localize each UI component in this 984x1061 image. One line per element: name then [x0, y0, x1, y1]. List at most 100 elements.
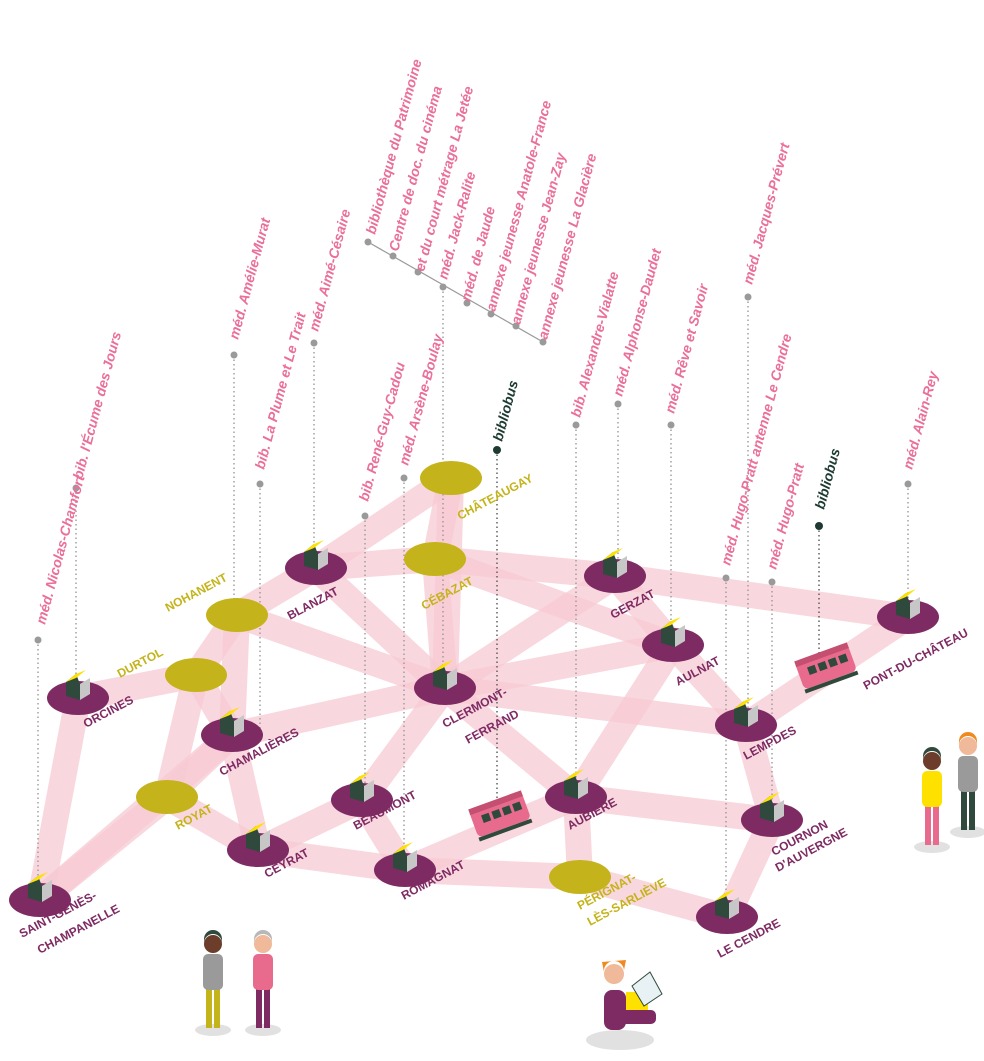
- library-roof: [66, 670, 86, 682]
- leader-dot-jean-zay: [512, 322, 520, 330]
- person-head: [254, 935, 272, 953]
- library-label-reve-savoir: méd. Rêve et Savoir: [661, 281, 711, 415]
- person-torso: [253, 954, 273, 990]
- person-hair: [602, 960, 626, 972]
- library-label-hugo-pratt: méd. Hugo-Pratt: [763, 460, 807, 571]
- person-leg: [264, 988, 270, 1028]
- people-illustrations: [195, 732, 984, 1050]
- library-building-side: [675, 625, 685, 647]
- person-head: [604, 964, 624, 984]
- network-link-aubiere-clermont: [432, 675, 589, 810]
- leader-dot-arsene-boulay: [400, 474, 408, 482]
- leader-dot-amelie-murat: [230, 351, 238, 359]
- person-shadow: [245, 1024, 281, 1036]
- bus-window: [807, 664, 818, 676]
- library-label-arsene-boulay: méd. Arsène-Boulay: [395, 331, 446, 467]
- library-roof: [896, 589, 916, 601]
- person-left-1: [195, 930, 231, 1036]
- leader-dot-alain-rey: [904, 480, 912, 488]
- library-roof: [433, 660, 453, 672]
- library-roof: [350, 772, 370, 784]
- bibliobus-vehicle: [794, 642, 859, 694]
- leader-dot-vialatte: [572, 421, 580, 429]
- leader-dot-aime-cesaire: [310, 339, 318, 347]
- library-label-prevert: méd. Jacques-Prévert: [739, 140, 792, 286]
- library-label-daudet: méd. Alphonse-Daudet: [609, 246, 664, 398]
- library-roof: [734, 697, 754, 709]
- person-leg: [214, 988, 220, 1028]
- town-lempdes: [715, 697, 777, 742]
- person-torso: [604, 990, 626, 1030]
- library-label-ecume: bib. l'Écume des Jours: [69, 330, 124, 481]
- town-clermont: [414, 660, 476, 705]
- library-label-amelie-murat: méd. Amélie-Murat: [225, 215, 273, 341]
- leader-dot-bibliobus-1: [493, 446, 501, 454]
- network-link-nohanent-chamalieres: [219, 602, 250, 748]
- network-link-nohanent-clermont: [224, 602, 458, 701]
- person-torso: [958, 756, 978, 792]
- network-link-blanzat-chateaugay: [303, 465, 464, 581]
- library-label-nicolas-chamfort: méd. Nicolas-Chamfort: [32, 472, 87, 625]
- person-leg: [925, 805, 931, 845]
- town-pont-du-chateau: [877, 589, 939, 634]
- leader-lines: [34, 238, 912, 917]
- library-roof: [661, 617, 681, 629]
- bus-window: [512, 801, 523, 812]
- library-building-side: [364, 780, 374, 802]
- leader-dot-nicolas-chamfort: [34, 636, 42, 644]
- library-building-side: [910, 597, 920, 619]
- commune-discs: [136, 461, 611, 894]
- person-head: [959, 737, 977, 755]
- town-aulnat: [642, 617, 704, 662]
- library-roof: [715, 889, 735, 901]
- network-link-saint-genes-orcines: [27, 685, 91, 913]
- town-discs: [9, 540, 939, 934]
- library-building-side: [42, 880, 52, 902]
- network-link-chamalieres-clermont: [219, 675, 458, 748]
- commune-disc-cebazat: [404, 542, 466, 576]
- person-shadow: [914, 841, 950, 853]
- town-cournon: [741, 792, 803, 837]
- network-link-lempdes-clermont: [432, 675, 759, 738]
- library-building-side: [729, 897, 739, 919]
- leader-dot-patrimoine: [364, 238, 372, 246]
- leader-dot-prevert: [744, 293, 752, 301]
- person-leg: [961, 790, 967, 830]
- leader-dot-hugo-pratt-annexe: [722, 574, 730, 582]
- leader-dot-jaude: [463, 299, 471, 307]
- library-building-side: [80, 678, 90, 700]
- leader-dot-ecume: [72, 484, 80, 492]
- person-leg: [969, 790, 975, 830]
- library-label-plume: bib. La Plume et Le Trait: [251, 309, 309, 470]
- library-building-side: [748, 705, 758, 727]
- commune-disc-royat: [136, 780, 198, 814]
- person-hair: [959, 732, 977, 745]
- bibliobus-vehicle: [468, 790, 533, 842]
- leader-dot-reve-savoir: [667, 421, 675, 429]
- person-hair: [923, 747, 941, 760]
- library-label-vialatte: bib. Alexandre-Vialatte: [567, 270, 621, 419]
- person-reading: [586, 960, 663, 1050]
- library-label-aime-cesaire: méd. Aimé-Césaire: [305, 207, 353, 333]
- commune-disc-chateaugay: [420, 461, 482, 495]
- person-leg: [206, 988, 212, 1028]
- network-link-blanzat-clermont: [303, 555, 458, 701]
- bibliobus-label-bibliobus-2: bibliobus: [811, 446, 843, 510]
- library-label-rene-guy-cadou: bib. René-Guy-Cadou: [355, 360, 408, 503]
- leader-dot-rene-guy-cadou: [361, 512, 369, 520]
- library-label-alain-rey: méd. Alain-Rey: [899, 368, 941, 471]
- person-torso: [922, 771, 942, 807]
- library-building-side: [578, 777, 588, 799]
- bus-window: [838, 653, 849, 664]
- town-orcines: [47, 670, 109, 715]
- town-aubiere: [545, 769, 607, 814]
- leader-dot-cinema-2: [414, 268, 422, 276]
- network-link-gerzat-clermont: [432, 563, 628, 701]
- leader-dot-plume: [256, 480, 264, 488]
- town-saint-genes: [9, 872, 71, 917]
- network-link-gerzat-pont-du-chateau: [602, 563, 921, 630]
- library-roof: [220, 707, 240, 719]
- person-head: [204, 935, 222, 953]
- person-shadow: [586, 1030, 654, 1050]
